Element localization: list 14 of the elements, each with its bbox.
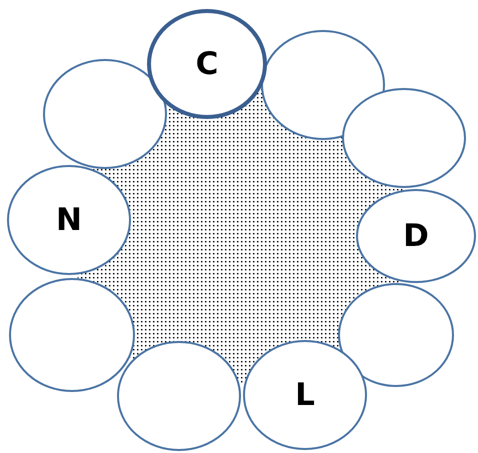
labeled-ellipse [147,9,267,119]
empty-ellipse [9,278,135,392]
labeled-ellipse [356,189,476,283]
labeled-ellipse [7,165,131,275]
node-letter: L [295,377,315,413]
node-letter: C [196,46,218,82]
labeled-ellipse [243,340,367,450]
node-letter: N [56,202,82,238]
empty-ellipse [261,30,385,140]
empty-ellipse [117,341,241,451]
node-letter: D [403,218,429,254]
empty-ellipse [342,88,466,188]
empty-ellipse [43,59,167,169]
empty-ellipse [338,283,454,387]
